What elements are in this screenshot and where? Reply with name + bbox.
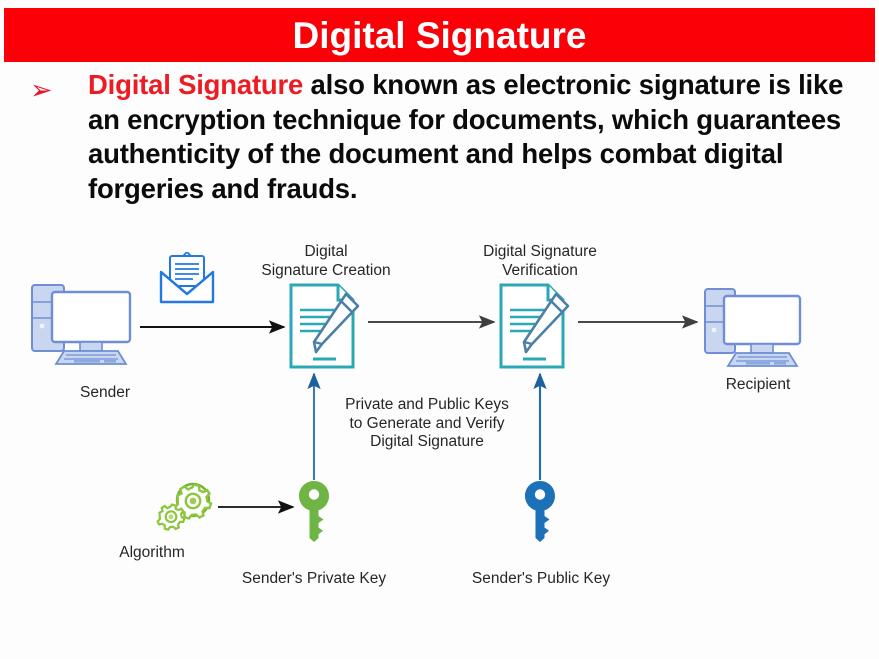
sender-public-key-icon [522,480,558,542]
recipient-computer-icon [697,284,819,370]
bullet-block: ➢ Digital Signature also known as electr… [28,68,864,206]
page-title: Digital Signature [292,14,587,56]
bullet-paragraph: Digital Signature also known as electron… [28,68,864,206]
sender-private-key-icon [296,480,332,542]
recipient-label: Recipient [725,376,791,393]
keys-note-label: Private and Public Keys to Generate and … [345,396,509,450]
digital-signature-verification-label: Digital Signature Verification [483,243,597,279]
algorithm-gears-icon [152,478,218,536]
algorithm-label: Algorithm [119,544,185,561]
slide-title-banner: Digital Signature [4,8,875,62]
sender-private-key-label: Sender's Private Key [241,570,387,587]
sender-label: Sender [80,384,130,401]
digital-signature-verification-icon [496,282,574,370]
sender-computer-icon [22,278,150,368]
digital-signature-diagram: Sender Digital Signature Creation [0,232,879,659]
bullet-rest-text: also known as electronic signature is li… [88,69,844,204]
digital-signature-creation-icon [286,282,364,370]
bullet-arrow-icon: ➢ [30,75,53,106]
envelope-mail-icon [157,250,217,308]
bullet-lead-text: Digital Signature [88,69,304,100]
digital-signature-creation-label: Digital Signature Creation [261,243,391,279]
sender-public-key-label: Sender's Public Key [471,570,611,587]
